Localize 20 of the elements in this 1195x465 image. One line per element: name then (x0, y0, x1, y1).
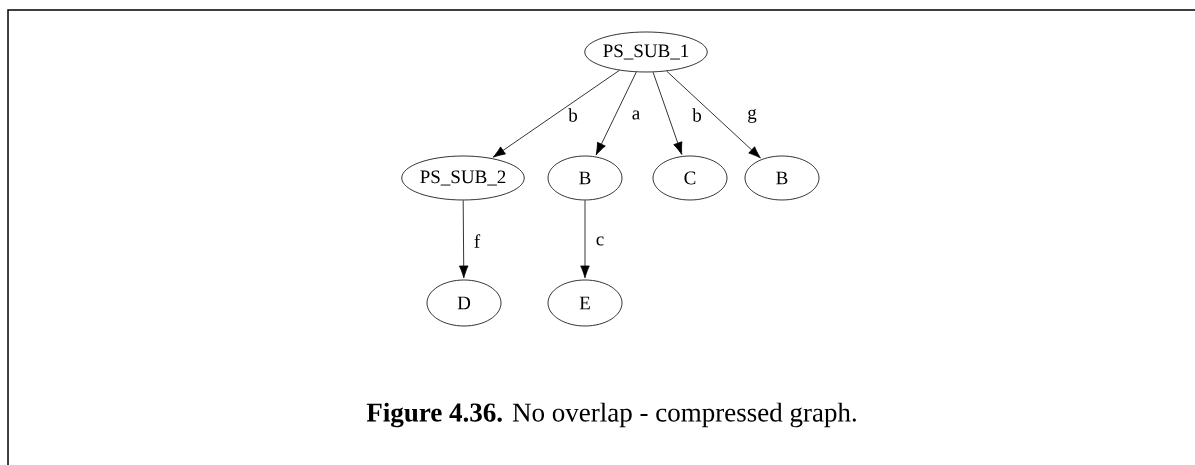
graph-node: PS_SUB_1 (584, 31, 708, 73)
edge-label: a (630, 109, 642, 121)
edge-label: f (472, 233, 482, 249)
graph-node: D (426, 279, 502, 327)
arrow (580, 200, 590, 279)
arrow (492, 69, 620, 158)
graph-node: PS_SUB_2 (401, 155, 525, 201)
graph-node: B (547, 155, 623, 201)
edge-label: c (594, 235, 606, 247)
graph-node: B (744, 155, 820, 201)
graph-node: C (652, 155, 728, 201)
arrow (595, 71, 637, 156)
edge-label: g (746, 108, 758, 124)
arrow (666, 70, 761, 159)
edge-label: b (567, 107, 579, 123)
graph-node: E (547, 279, 623, 327)
caption: Figure 4.36. No overlap - compressed graph. (366, 402, 856, 428)
arrow (459, 200, 469, 279)
edge-label: b (691, 107, 703, 123)
arrow (652, 71, 683, 155)
